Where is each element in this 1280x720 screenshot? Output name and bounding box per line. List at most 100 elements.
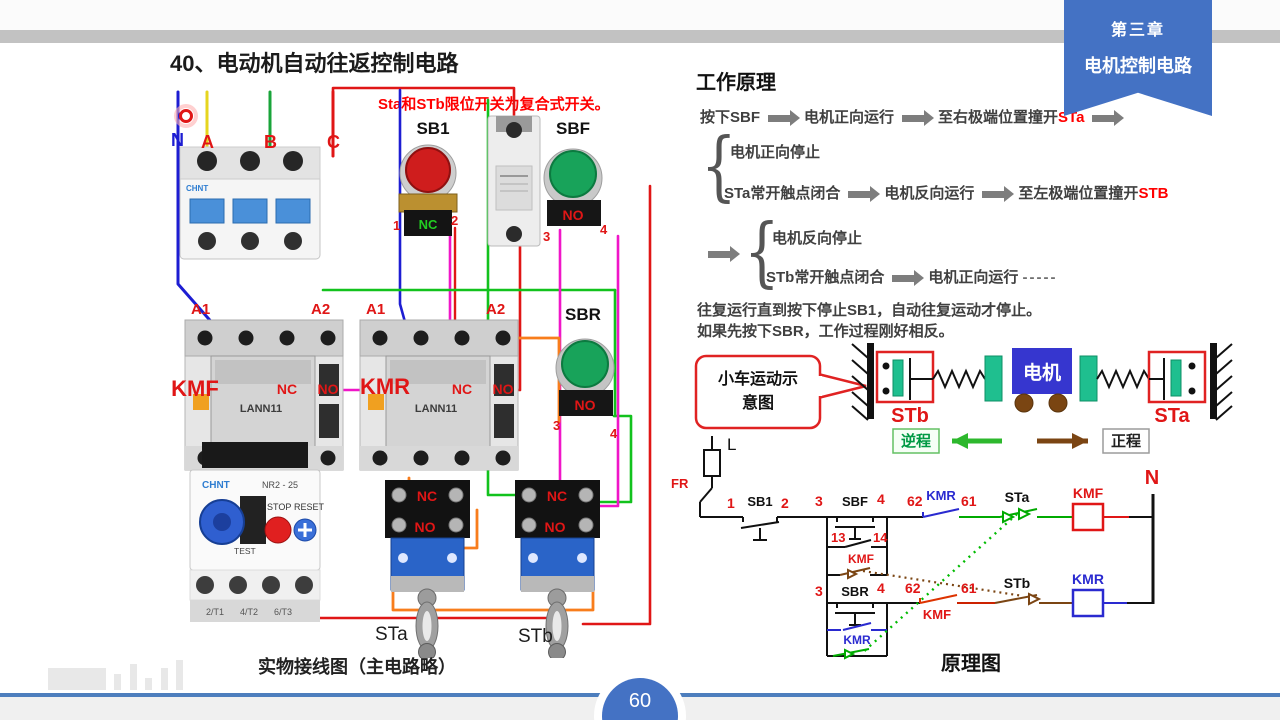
sch-2: 2 <box>781 495 789 511</box>
sta-nc: NC <box>417 488 437 504</box>
relay-t3: 6/T3 <box>274 607 292 617</box>
sch-14: 14 <box>873 530 888 545</box>
kmf-coil <box>1071 502 1105 532</box>
n-label-box <box>1127 462 1177 488</box>
group1-line2b: 电机反向运行 <box>884 185 975 202</box>
label-kmr: KMR <box>360 374 410 399</box>
brace-icon: { <box>701 122 737 211</box>
sch-kmf-interlock: KMF <box>923 607 951 622</box>
sb1-terminal-2: 2 <box>451 213 458 228</box>
group1-line2a: STa常开触点闭合 <box>724 185 841 202</box>
reverse-stroke-group: 逆程 <box>892 428 1002 454</box>
brace-group-1: { <box>701 123 737 211</box>
sta-switch-symbol <box>1147 350 1207 404</box>
stb-nc: NC <box>547 488 567 504</box>
forward-label: 正程 <box>1111 433 1141 450</box>
sch-sbr: SBR <box>841 584 869 599</box>
group1-highlight: STB <box>1138 185 1169 202</box>
group2-line2a: STb常开触点闭合 <box>766 269 885 286</box>
schematic-diagram: L FR 1 SB1 2 3 SBF 4 <box>671 435 1177 675</box>
right-buffer-block <box>1079 355 1098 402</box>
sch-l-label: L <box>727 435 736 454</box>
label-b: B <box>264 132 277 152</box>
kmf-a2: A2 <box>311 301 330 318</box>
kmf-no: NO <box>318 381 339 397</box>
sta-nc-contact <box>959 507 1073 524</box>
arrow-right-icon <box>982 185 1015 202</box>
left-wall <box>851 343 874 421</box>
relay-stop: STOP <box>267 502 291 512</box>
sch-fr-label: FR <box>671 476 689 491</box>
wiring-photo: CHNT N A B C SB1 NC 1 <box>171 86 652 658</box>
sch-3: 3 <box>815 493 823 509</box>
label-stb: STb <box>518 626 553 647</box>
reverse-label: 逆程 <box>901 432 931 450</box>
relay-brand: CHNT <box>202 480 230 491</box>
right-spring <box>1096 368 1150 390</box>
principle-heading: 工作原理 <box>696 72 776 94</box>
power-indicator-dot <box>174 104 198 128</box>
stb-no: NO <box>545 519 566 535</box>
group2-line1-text: 电机反向停止 <box>772 230 863 247</box>
flow1-step1: 按下SBF <box>700 109 761 126</box>
sch-4: 4 <box>877 491 885 507</box>
sbf-no-label: NO <box>563 207 584 223</box>
group1-line1-text: 电机正向停止 <box>730 144 821 161</box>
sbf-terminal-3: 3 <box>543 229 550 244</box>
sch-13: 13 <box>831 530 845 545</box>
sch-kmf-coil-label: KMF <box>1073 485 1104 501</box>
stb-nc-contact <box>994 592 1073 606</box>
relay-model: NR2 - 25 <box>262 480 298 490</box>
forward-stroke-group: 正程 <box>1037 428 1150 454</box>
rung2-lines <box>827 602 920 626</box>
kmr-aux-model: LANN11 <box>415 403 457 415</box>
pushbutton-sb1: NC 1 2 <box>393 144 458 236</box>
label-a: A <box>201 132 214 152</box>
fuse-symbol <box>699 436 721 517</box>
contactor-kmf: A1 A2 NC NO LANN11 <box>184 301 344 471</box>
label-sbf: SBF <box>556 119 590 138</box>
rung1-lines <box>700 516 923 541</box>
sch-kmr-coil-label: KMR <box>1072 571 1104 587</box>
kmr-interlock-contact <box>922 508 960 518</box>
sbf-terminal-4: 4 <box>600 222 608 237</box>
sch-3b: 3 <box>815 583 823 599</box>
sch-61: 61 <box>961 493 977 509</box>
group2-dashes: ----- <box>1022 269 1058 286</box>
page-title: 40、电动机自动往返控制电路 <box>170 51 459 76</box>
callout-line2: 意图 <box>742 393 774 412</box>
kmf-nc: NC <box>277 381 297 397</box>
brace-icon: { <box>744 208 780 297</box>
kmf-a1: A1 <box>191 301 210 318</box>
sbr-no-label: NO <box>575 397 596 413</box>
sbr-terminal-4: 4 <box>610 426 618 441</box>
label-sbr: SBR <box>565 305 601 324</box>
kmr-a2: A2 <box>486 301 505 318</box>
relay-test: TEST <box>234 546 256 556</box>
motor-label: 电机 <box>1023 361 1061 384</box>
label-kmf: KMF <box>171 376 219 401</box>
callout-line1: 小车运动示 <box>718 369 798 388</box>
schematic-caption: 原理图 <box>941 652 1001 675</box>
relay-t2: 4/T2 <box>240 607 258 617</box>
sch-n-label: N <box>1145 467 1159 489</box>
sch-62: 62 <box>907 493 923 509</box>
contactor-kmr: A1 A2 NC NO LANN11 <box>359 301 519 471</box>
watermark-logo <box>48 660 238 700</box>
brace-group-2: { <box>744 209 780 297</box>
circuit-breaker-1pole <box>487 115 541 247</box>
kmf-selfhold-branch <box>826 517 888 603</box>
arrow-right-icon <box>902 109 935 126</box>
left-spring <box>932 368 986 390</box>
label-c: C <box>327 132 340 152</box>
flow-group1-line2: STa常开触点闭合电机反向运行至左极端位置撞开STB <box>724 182 1168 203</box>
sch-kmf-aux-label: KMF <box>848 552 874 566</box>
sch-kmr-aux-label: KMR <box>843 633 871 647</box>
sch-62b: 62 <box>905 580 921 596</box>
sta-no-contact <box>832 648 870 660</box>
label-n: N <box>171 130 184 150</box>
svg-text:CHNT: CHNT <box>186 184 208 193</box>
label-sta: STa <box>375 624 408 645</box>
kmr-coil <box>1071 588 1105 618</box>
